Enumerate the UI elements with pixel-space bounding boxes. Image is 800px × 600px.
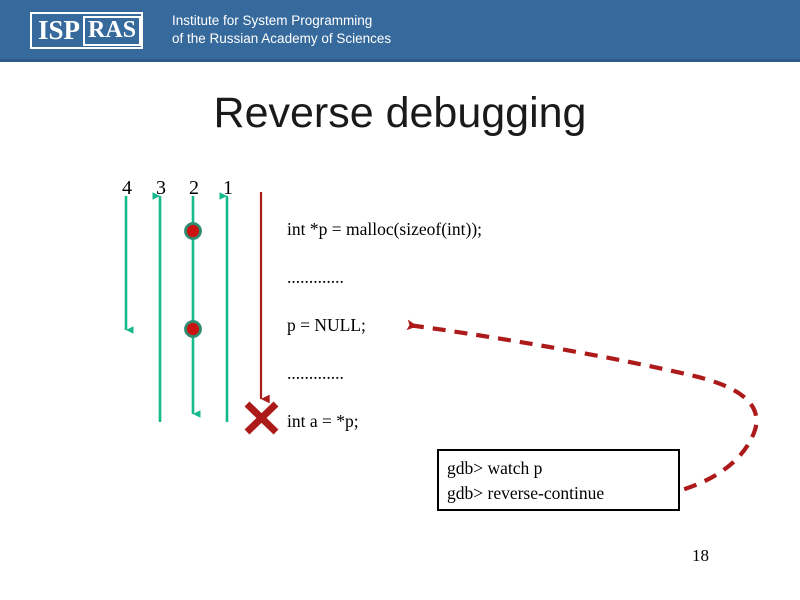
code-line-3: p = NULL; (287, 315, 366, 335)
lane-label-2: 2 (189, 177, 199, 199)
crash-cross-icon (244, 401, 279, 435)
gdb-command-box: gdb> watch p gdb> reverse-continue (437, 449, 680, 511)
institute-line-2: of the Russian Academy of Sciences (172, 31, 392, 46)
gdb-command-watch: gdb> watch p (447, 458, 543, 478)
watchpoint-dot-lower (184, 320, 202, 338)
code-line-1: int *p = malloc(sizeof(int)); (287, 219, 483, 239)
page-title: Reverse debugging (213, 89, 587, 137)
logo-ras-text: RAS (88, 16, 137, 43)
lane-label-1: 1 (223, 177, 233, 199)
slide-page-number: 18 (692, 546, 709, 565)
logo-ras-box: RAS (83, 15, 142, 46)
code-line-4: ............. (287, 363, 344, 383)
lane-label-4: 4 (122, 177, 132, 199)
institute-line-1: Institute for System Programming (172, 13, 373, 28)
lane-label-3: 3 (156, 177, 166, 199)
code-line-5: int a = *p; (287, 411, 359, 431)
ispras-logo: ISP RAS (30, 12, 143, 49)
code-line-2: ............. (287, 267, 344, 287)
logo-isp-text: ISP (38, 15, 81, 45)
gdb-command-reverse-continue: gdb> reverse-continue (447, 483, 605, 503)
watchpoint-dot-upper (184, 222, 202, 240)
slide-header-band: ISP RAS Institute for System Programming… (0, 0, 800, 62)
institute-name: Institute for System Programming of the R… (172, 12, 391, 48)
